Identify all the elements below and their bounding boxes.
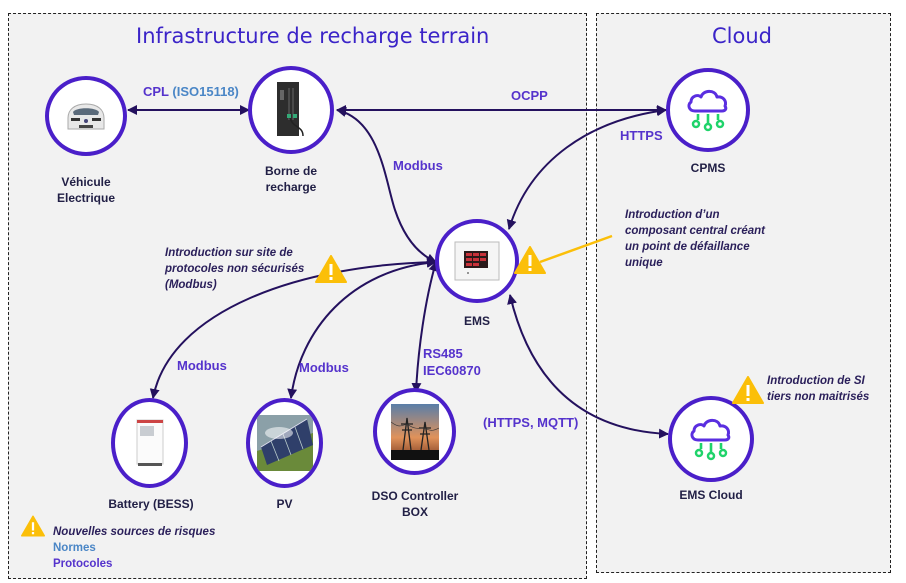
link-ems-cpms xyxy=(506,106,667,230)
link-charger-ems xyxy=(336,107,437,263)
node-battery[interactable] xyxy=(111,398,188,488)
legend-title: Nouvelles sources de risques xyxy=(53,526,216,538)
node-ems[interactable] xyxy=(435,219,519,303)
callout-line-spof xyxy=(539,234,613,264)
legend-normes: Normes xyxy=(53,542,96,554)
label-battery: Battery (BESS) xyxy=(108,497,194,511)
link-ems-dso xyxy=(411,261,439,393)
protocol-https-mqtt: (HTTPS, MQTT) xyxy=(483,415,579,430)
node-cpms[interactable] xyxy=(666,68,750,152)
power-lines-icon xyxy=(390,403,439,460)
warning-icon-spof xyxy=(514,246,546,274)
protocol-https: HTTPS xyxy=(620,128,663,143)
charging-station-icon xyxy=(277,82,304,137)
cloud-network-icon xyxy=(690,418,731,461)
label-cpms: CPMS xyxy=(690,161,726,175)
battery-cabinet-icon xyxy=(136,419,163,466)
warning-icon-unsecured xyxy=(315,255,347,283)
warning-icon-third-party xyxy=(732,376,764,404)
solar-panel-icon xyxy=(256,415,313,471)
standard-iso15118: (ISO15118) xyxy=(172,84,239,99)
legend-protocoles: Protocoles xyxy=(53,558,113,570)
node-charger[interactable] xyxy=(248,66,334,154)
ems-controller-icon xyxy=(454,241,500,281)
label-ems-cloud: EMS Cloud xyxy=(679,488,743,502)
protocol-modbus-battery: Modbus xyxy=(177,358,227,373)
node-vehicle[interactable] xyxy=(45,76,127,156)
warning-icon-legend xyxy=(21,515,45,537)
protocol-ocpp: OCPP xyxy=(511,88,548,103)
cloud-network-icon xyxy=(687,89,728,132)
label-pv: PV xyxy=(276,497,293,511)
car-icon xyxy=(67,103,105,130)
link-ems-emscloud xyxy=(507,294,669,439)
node-ems-cloud[interactable] xyxy=(668,396,754,482)
link-ems-pv xyxy=(287,257,437,399)
label-ems: EMS xyxy=(463,314,490,328)
protocol-cpl: CPL (ISO15118) xyxy=(143,84,239,99)
protocol-modbus-charger: Modbus xyxy=(393,158,443,173)
zone-title-cloud: Cloud xyxy=(712,24,772,48)
protocol-modbus-pv: Modbus xyxy=(299,360,349,375)
node-dso[interactable] xyxy=(373,388,456,475)
zone-title-field: Infrastructure de recharge terrain xyxy=(136,24,490,48)
node-pv[interactable] xyxy=(246,398,323,488)
